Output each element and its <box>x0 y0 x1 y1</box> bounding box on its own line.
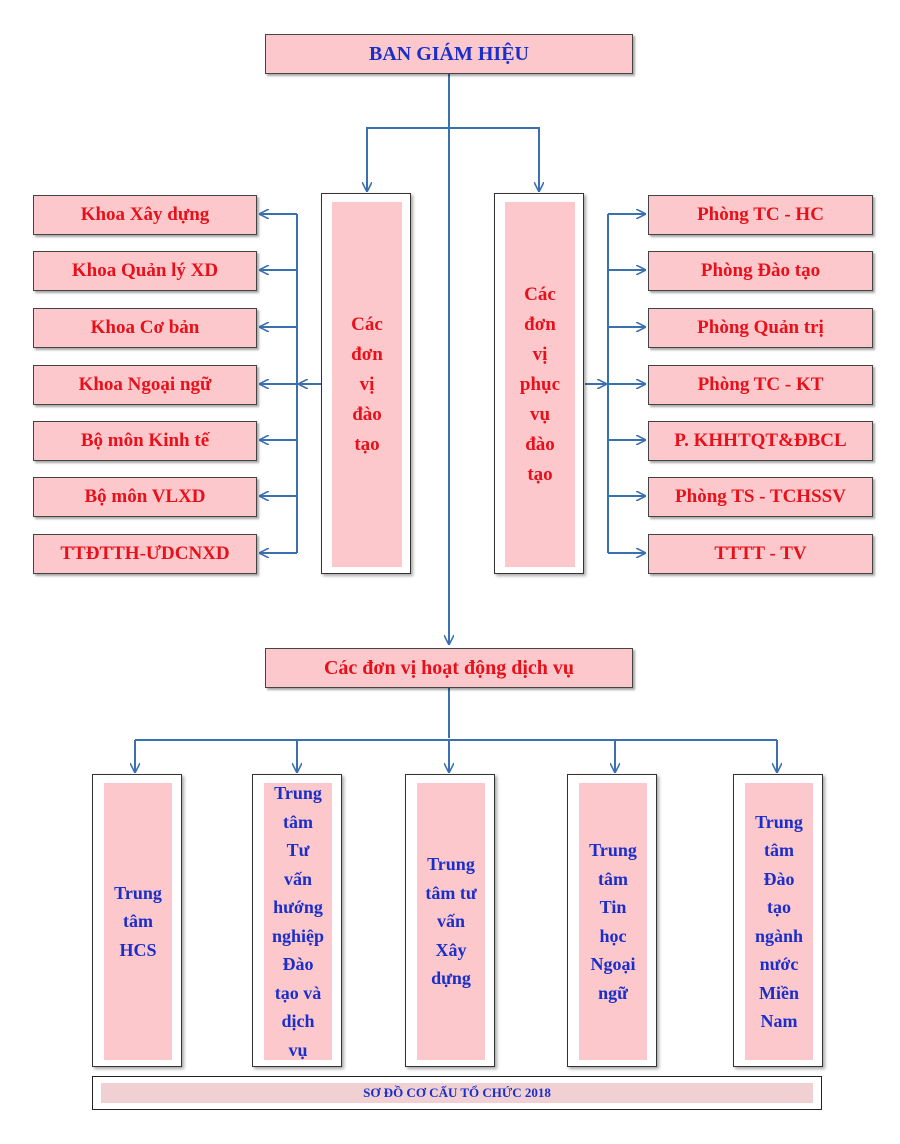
center-box: Trung tâm Đào tạo ngành nước Miền Nam <box>745 783 813 1060</box>
training-unit-item: Khoa Ngoại ngữ <box>33 365 257 405</box>
service-box: Các đơn vị hoạt động dịch vụ <box>265 648 633 688</box>
service-title: Các đơn vị hoạt động dịch vụ <box>323 656 575 679</box>
center-frame: Trung tâm HCS <box>92 774 182 1067</box>
center-box: Trung tâm Tư vấn hướng nghiệp Đào tạo và… <box>264 783 332 1060</box>
center-frame: Trung tâm tư vấn Xây dựng <box>405 774 495 1067</box>
support-units-title: Các đơn vị phục vụ đào tạo <box>505 202 575 567</box>
center-box: Trung tâm Tin học Ngoại ngữ <box>579 783 647 1060</box>
support-unit-item: Phòng Quản trị <box>648 308 873 348</box>
support-unit-item: Phòng TS - TCHSSV <box>648 477 873 517</box>
center-box: Trung tâm tư vấn Xây dựng <box>417 783 485 1060</box>
center-frame: Trung tâm Đào tạo ngành nước Miền Nam <box>733 774 823 1067</box>
top-box: BAN GIÁM HIỆU <box>265 34 633 74</box>
branch-connector <box>366 127 540 190</box>
top-title: BAN GIÁM HIỆU <box>368 42 529 65</box>
caption-frame: SƠ ĐỒ CƠ CẤU TỔ CHỨC 2018 <box>92 1076 822 1110</box>
center-frame: Trung tâm Tin học Ngoại ngữ <box>567 774 657 1067</box>
support-unit-item: Phòng Đào tạo <box>648 251 873 291</box>
training-units-frame: Các đơn vị đào tạo <box>321 193 411 574</box>
support-unit-item: Phòng TC - HC <box>648 195 873 235</box>
training-unit-item: Khoa Xây dựng <box>33 195 257 235</box>
center-frame: Trung tâm Tư vấn hướng nghiệp Đào tạo và… <box>252 774 342 1067</box>
training-unit-item: TTĐTTH-ƯDCNXD <box>33 534 257 574</box>
training-units-title: Các đơn vị đào tạo <box>332 202 402 567</box>
training-unit-item: Bộ môn Kinh tế <box>33 421 257 461</box>
support-units-frame: Các đơn vị phục vụ đào tạo <box>494 193 584 574</box>
training-unit-item: Khoa Cơ bản <box>33 308 257 348</box>
training-unit-item: Khoa Quản lý XD <box>33 251 257 291</box>
support-unit-item: P. KHHTQT&ĐBCL <box>648 421 873 461</box>
support-unit-item: TTTT - TV <box>648 534 873 574</box>
caption: SƠ ĐỒ CƠ CẤU TỔ CHỨC 2018 <box>101 1083 813 1103</box>
training-unit-item: Bộ môn VLXD <box>33 477 257 517</box>
support-unit-item: Phòng TC - KT <box>648 365 873 405</box>
center-box: Trung tâm HCS <box>104 783 172 1060</box>
